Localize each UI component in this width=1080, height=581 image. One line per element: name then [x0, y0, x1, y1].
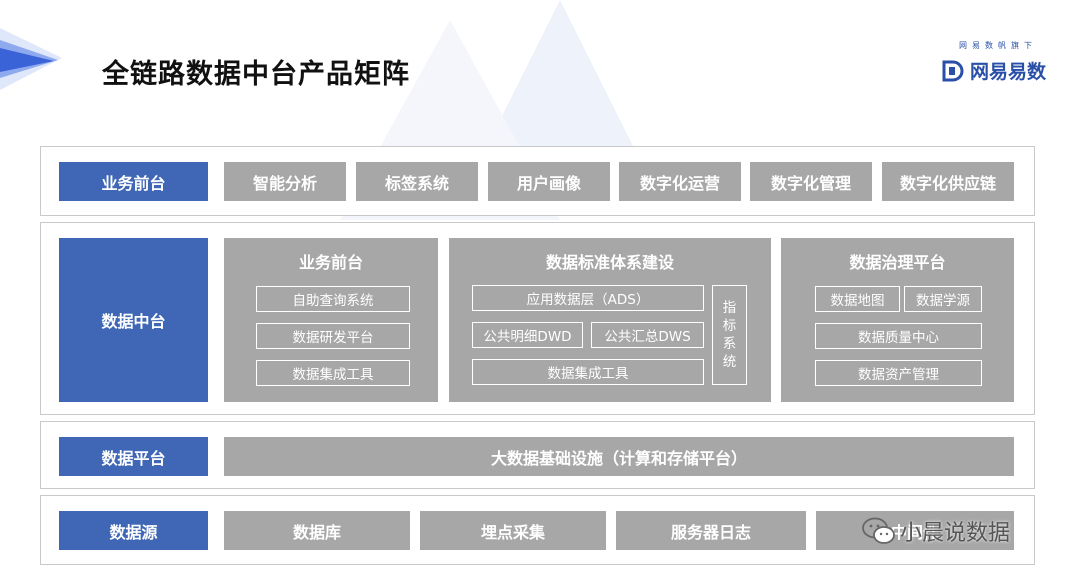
source-item-2: 服务器日志 — [616, 511, 806, 550]
middle-layer-label: 数据中台 — [59, 238, 208, 402]
front-item-3: 数字化运营 — [619, 162, 741, 201]
watermark: 小晨说数据 — [862, 515, 1010, 547]
panel-item: 数据资产管理 — [815, 360, 982, 386]
metric-char: 标 — [722, 318, 737, 334]
brand-slogan: 网易数帆旗下 — [959, 41, 1037, 50]
dwd-box: 公共明细DWD — [472, 322, 583, 348]
panel-item: 数据学源 — [904, 286, 982, 312]
source-item-3: 中间件 — [816, 511, 1014, 550]
infrastructure-bar: 大数据基础设施（计算和存储平台） — [224, 437, 1014, 476]
page-title: 全链路数据中台产品矩阵 — [102, 59, 410, 90]
panel-item: 数据研发平台 — [256, 323, 410, 349]
panel-title: 业务前台 — [298, 253, 363, 272]
front-item-1: 标签系统 — [356, 162, 478, 201]
source-layer-label: 数据源 — [59, 511, 208, 550]
front-item-0: 智能分析 — [224, 162, 346, 201]
metric-char: 系 — [722, 336, 737, 352]
front-item-5: 数字化供应链 — [882, 162, 1014, 201]
watermark-text: 小晨说数据 — [900, 521, 1011, 546]
D-logo-icon — [942, 60, 964, 81]
front-item-4: 数字化管理 — [750, 162, 872, 201]
panel-item: 自助查询系统 — [256, 286, 410, 312]
panel-data-standard: 数据标准体系建设 应用数据层（ADS） 公共明细DWD 公共汇总DWS 数据集成… — [449, 238, 771, 402]
source-item-1: 埋点采集 — [420, 511, 606, 550]
metric-char: 指 — [722, 300, 737, 316]
panel-title: 数据治理平台 — [849, 253, 946, 272]
dws-box: 公共汇总DWS — [591, 322, 704, 348]
panel-governance: 数据治理平台 数据地图 数据学源 数据质量中心 数据资产管理 — [781, 238, 1014, 402]
source-item-0: 数据库 — [224, 511, 410, 550]
panel-business-front: 业务前台 自助查询系统 数据研发平台 数据集成工具 — [224, 238, 438, 402]
corner-arrow-icon — [0, 28, 62, 90]
panel-item: 数据集成工具 — [256, 360, 410, 386]
front-item-2: 用户画像 — [488, 162, 610, 201]
ads-box: 应用数据层（ADS） — [472, 285, 704, 311]
panel-item: 数据地图 — [815, 286, 900, 312]
front-layer-label: 业务前台 — [59, 162, 208, 201]
brand-name: 网易易数 — [970, 61, 1047, 83]
platform-layer-label: 数据平台 — [59, 437, 208, 476]
metric-system-box: 指 标 系 统 — [712, 285, 747, 385]
wechat-icon — [862, 517, 895, 544]
brand-logo: 网易数帆旗下 网易易数 — [942, 40, 1054, 84]
panel-title: 数据标准体系建设 — [545, 253, 674, 272]
integration-box: 数据集成工具 — [472, 359, 704, 385]
panel-item: 数据质量中心 — [815, 323, 982, 349]
metric-char: 统 — [722, 354, 737, 370]
